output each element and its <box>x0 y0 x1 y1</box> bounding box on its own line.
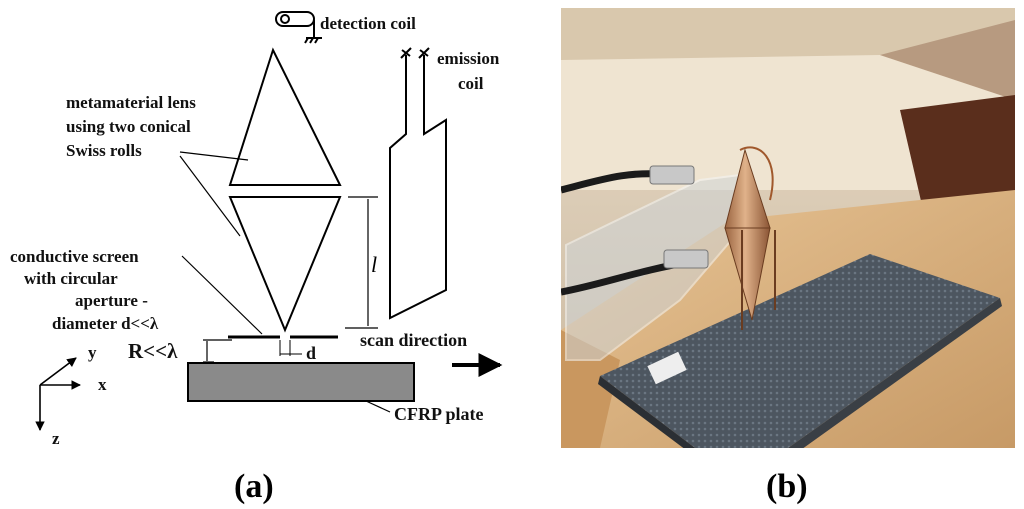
cfrp-leader <box>365 400 391 413</box>
aperture-d-label: d <box>306 343 316 363</box>
axis-x-label: x <box>98 375 107 394</box>
axis-y-label: y <box>88 343 97 362</box>
distance-l-label: l <box>371 252 377 277</box>
detection-coil-label: detection coil <box>320 14 416 33</box>
emission-coil-label-line1: emission <box>437 49 500 68</box>
lens-label-line1: metamaterial lens <box>66 93 196 112</box>
lens-leader-lower <box>179 155 241 237</box>
lens-leader-upper <box>179 151 249 161</box>
standoff-marker <box>203 339 232 363</box>
axis-z-label: z <box>52 429 60 448</box>
scan-direction-label: scan direction <box>360 330 467 350</box>
upper-cone <box>228 47 342 186</box>
emission-coil-label-line2: coil <box>458 74 484 93</box>
panel-a: detection coil metamaterial lens using t… <box>10 11 503 448</box>
lower-cone <box>228 196 342 333</box>
distance-l-marker <box>345 196 378 329</box>
screen-label-line3: aperture - <box>75 291 148 310</box>
cfrp-label: CFRP plate <box>394 404 484 424</box>
caption-b: (b) <box>766 468 808 505</box>
screen-leader <box>181 255 263 335</box>
panel-b-photo <box>561 8 1015 448</box>
screen-label-line1: conductive screen <box>10 247 139 266</box>
axes-icon <box>35 357 81 431</box>
lens-label-line3: Swiss rolls <box>66 141 142 160</box>
screen-label-line2: with circular <box>24 269 118 288</box>
standoff-R-label: R<<λ <box>128 339 178 363</box>
emission-coil <box>389 47 447 320</box>
caption-a: (a) <box>234 468 274 505</box>
cfrp-plate <box>187 362 415 402</box>
lens-label-line2: using two conical <box>66 117 191 136</box>
screen-label-line4: diameter d<<λ <box>52 314 159 333</box>
detection-coil-icon <box>275 11 322 44</box>
